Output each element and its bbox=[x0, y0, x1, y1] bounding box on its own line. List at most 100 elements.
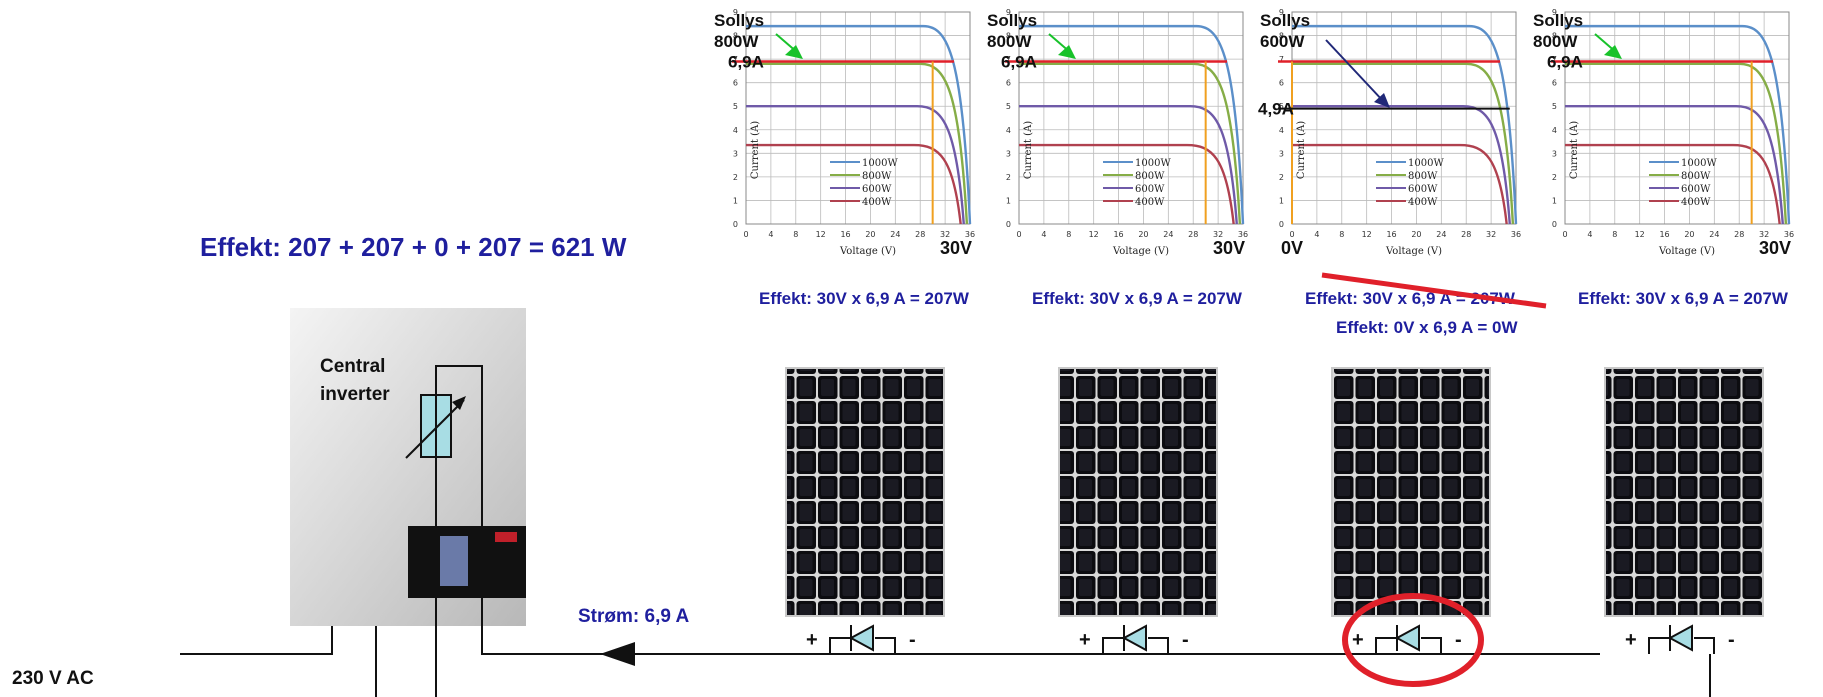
x-tick-label: 36 bbox=[965, 230, 975, 239]
y-tick-label: 5 bbox=[1279, 102, 1284, 111]
x-tick-label: 8 bbox=[1612, 230, 1617, 239]
y-tick-label: 4 bbox=[1552, 126, 1557, 135]
y-tick-label: 8 bbox=[1279, 32, 1284, 41]
iv-curve-400W bbox=[1019, 143, 1235, 225]
x-tick-label: 20 bbox=[1411, 230, 1421, 239]
inverter-display bbox=[440, 536, 468, 586]
iv-curve-800W bbox=[746, 62, 969, 225]
current-marker-label: 6,9A bbox=[728, 52, 764, 71]
diode-wire-left bbox=[829, 637, 851, 654]
inverter-label-line2: inverter bbox=[320, 384, 390, 405]
effect-label: Effekt: 30V x 6,9 A = 207W bbox=[1032, 289, 1243, 308]
solar-panel-icon bbox=[1604, 367, 1764, 617]
legend-label: 600W bbox=[862, 184, 892, 195]
legend-label: 1000W bbox=[862, 158, 898, 169]
sollys-label: Sollys bbox=[1260, 11, 1310, 30]
iv-curve-400W bbox=[746, 143, 962, 225]
y-tick-label: 7 bbox=[1006, 55, 1011, 64]
x-tick-label: 4 bbox=[1041, 230, 1046, 239]
effect-strikethrough bbox=[1321, 272, 1547, 309]
y-tick-label: 7 bbox=[1279, 55, 1284, 64]
y-tick-label: 4 bbox=[1006, 126, 1011, 135]
voltage-marker-label: 30V bbox=[1759, 238, 1791, 258]
y-tick-label: 0 bbox=[733, 220, 738, 229]
y-tick-label: 1 bbox=[1279, 196, 1284, 205]
plus-terminal-label: + bbox=[1625, 629, 1637, 651]
y-tick-label: 6 bbox=[1552, 79, 1557, 88]
x-tick-label: 4 bbox=[768, 230, 773, 239]
x-tick-label: 16 bbox=[1113, 230, 1123, 239]
diode-wire-left bbox=[1102, 637, 1124, 654]
y-tick-label: 3 bbox=[1552, 149, 1557, 158]
diode-wire-right bbox=[1694, 637, 1715, 654]
current-direction-arrow bbox=[600, 642, 635, 666]
x-tick-label: 28 bbox=[1188, 230, 1198, 239]
bypass-diode-icon bbox=[848, 624, 874, 652]
iv-curve-1000W bbox=[746, 24, 972, 225]
wiring bbox=[180, 365, 1711, 697]
x-tick-label: 28 bbox=[1734, 230, 1744, 239]
ac-voltage-label: 230 V AC bbox=[12, 668, 94, 689]
y-tick-label: 2 bbox=[1279, 173, 1284, 182]
x-tick-label: 20 bbox=[1138, 230, 1148, 239]
y-tick-label: 1 bbox=[1006, 196, 1011, 205]
x-tick-label: 12 bbox=[1362, 230, 1372, 239]
minus-terminal-label: - bbox=[1455, 629, 1462, 651]
y-tick-label: 2 bbox=[1552, 173, 1557, 182]
legend-label: 800W bbox=[1408, 171, 1438, 182]
x-tick-label: 32 bbox=[1213, 230, 1223, 239]
current-marker-label: 4,9A bbox=[1258, 100, 1294, 119]
x-tick-label: 8 bbox=[1339, 230, 1344, 239]
y-tick-label: 9 bbox=[1279, 8, 1284, 17]
x-tick-label: 36 bbox=[1511, 230, 1521, 239]
current-label: Strøm: 6,9 A bbox=[578, 606, 689, 627]
iv-curve-1000W bbox=[1292, 24, 1518, 225]
y-axis-title: Current (A) bbox=[1569, 121, 1580, 179]
legend-label: 1000W bbox=[1135, 158, 1171, 169]
x-tick-label: 24 bbox=[890, 230, 900, 239]
diode-wire-left bbox=[1375, 637, 1397, 654]
voltage-marker-label: 0V bbox=[1281, 238, 1303, 258]
y-tick-label: 0 bbox=[1552, 220, 1557, 229]
iv-curve-800W bbox=[1292, 62, 1515, 225]
legend-label: 400W bbox=[1135, 197, 1165, 208]
voltage-marker-label: 30V bbox=[940, 238, 972, 258]
x-tick-label: 16 bbox=[1659, 230, 1669, 239]
y-tick-label: 4 bbox=[733, 126, 738, 135]
voltage-marker-label: 30V bbox=[1213, 238, 1245, 258]
sollys-label: Sollys bbox=[987, 11, 1037, 30]
x-axis-title: Voltage (V) bbox=[1658, 246, 1715, 257]
x-axis-title: Voltage (V) bbox=[1112, 246, 1169, 257]
total-effect-label: Effekt: 207 + 207 + 0 + 207 = 621 W bbox=[200, 232, 627, 262]
x-tick-label: 36 bbox=[1238, 230, 1248, 239]
legend-label: 1000W bbox=[1681, 158, 1717, 169]
legend-label: 600W bbox=[1681, 184, 1711, 195]
sollys-label: Sollys bbox=[714, 11, 764, 30]
y-tick-label: 3 bbox=[733, 149, 738, 158]
y-tick-label: 6 bbox=[1279, 79, 1284, 88]
plus-terminal-label: + bbox=[806, 629, 818, 651]
iv-curve-1000W bbox=[1565, 24, 1791, 225]
legend-label: 400W bbox=[1681, 197, 1711, 208]
x-tick-label: 8 bbox=[1066, 230, 1071, 239]
iv-curve-800W bbox=[1019, 62, 1242, 225]
effect-correction-label: Effekt: 0V x 6,9 A = 0W bbox=[1336, 318, 1519, 337]
iv-curve-1000W bbox=[1019, 24, 1245, 225]
y-tick-label: 3 bbox=[1279, 149, 1284, 158]
x-tick-label: 24 bbox=[1436, 230, 1446, 239]
x-tick-label: 36 bbox=[1784, 230, 1794, 239]
y-axis-title: Current (A) bbox=[1023, 121, 1034, 179]
y-tick-label: 5 bbox=[1552, 102, 1557, 111]
legend-label: 600W bbox=[1408, 184, 1438, 195]
x-tick-label: 0 bbox=[1289, 230, 1294, 239]
plot-frame bbox=[1018, 11, 1244, 225]
legend-label: 800W bbox=[1681, 171, 1711, 182]
y-tick-label: 5 bbox=[1006, 102, 1011, 111]
inverter-label-line1: Central bbox=[320, 356, 385, 377]
y-tick-label: 7 bbox=[733, 55, 738, 64]
x-tick-label: 20 bbox=[865, 230, 875, 239]
